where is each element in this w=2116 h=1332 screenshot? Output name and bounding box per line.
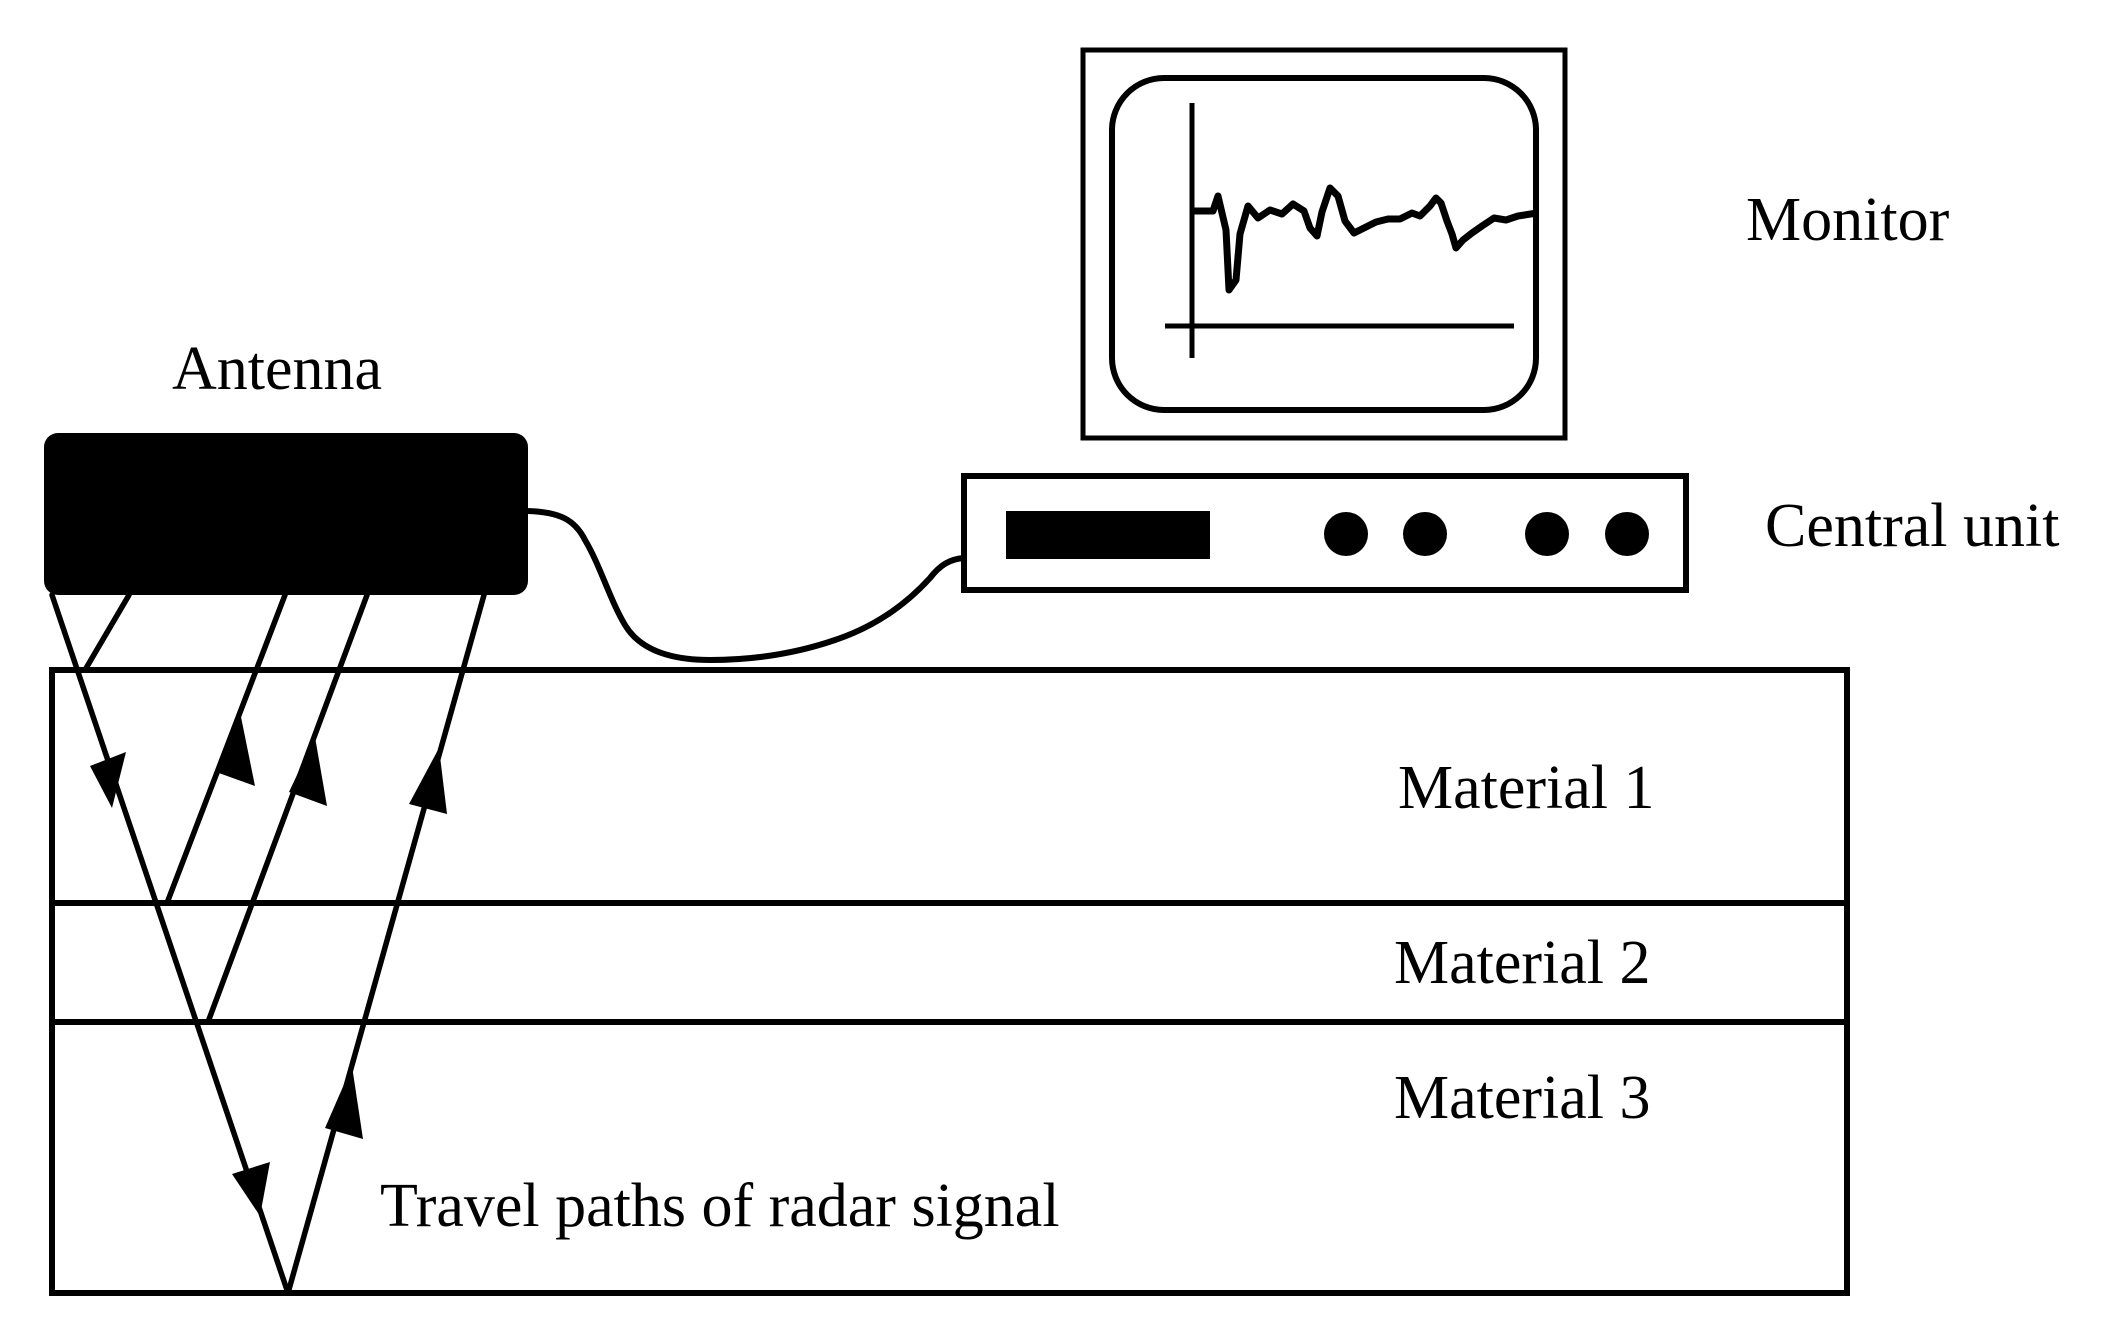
antenna bbox=[44, 433, 528, 595]
material-layers bbox=[49, 667, 1850, 1296]
monitor bbox=[1080, 47, 1568, 441]
monitor-case bbox=[1080, 47, 1568, 441]
central-unit-label: Central unit bbox=[1765, 492, 2059, 560]
central-unit-knob bbox=[1324, 512, 1368, 556]
radar-trace bbox=[1192, 184, 1538, 294]
monitor-label: Monitor bbox=[1746, 186, 1950, 254]
antenna-label: Antenna bbox=[172, 335, 382, 403]
connection-cable bbox=[527, 508, 965, 664]
central-unit-display bbox=[1006, 511, 1210, 559]
material-3-label: Material 3 bbox=[1394, 1064, 1651, 1132]
arrow-up-icon bbox=[325, 1066, 363, 1139]
arrow-up-icon bbox=[409, 748, 447, 814]
central-unit bbox=[961, 473, 1689, 593]
signal-paths bbox=[49, 592, 487, 1296]
surface-reflection-ray bbox=[82, 592, 132, 673]
central-unit-body bbox=[961, 473, 1689, 593]
arrow-up-icon bbox=[216, 712, 255, 786]
arrow-up-icon bbox=[289, 737, 327, 806]
arrow-down-icon bbox=[90, 752, 126, 808]
material-1-label: Material 1 bbox=[1398, 754, 1655, 822]
reflection-ray-3 bbox=[285, 592, 487, 1296]
ground-block bbox=[49, 667, 1850, 1296]
central-unit-knob bbox=[1605, 512, 1649, 556]
travel-paths-label: Travel paths of radar signal bbox=[380, 1172, 1060, 1240]
material-2-label: Material 2 bbox=[1394, 929, 1651, 997]
monitor-screen bbox=[1109, 75, 1539, 413]
central-unit-knob bbox=[1525, 512, 1569, 556]
reflection-ray-2 bbox=[205, 592, 370, 1025]
arrow-down-icon bbox=[232, 1162, 270, 1216]
central-unit-knob bbox=[1403, 512, 1447, 556]
